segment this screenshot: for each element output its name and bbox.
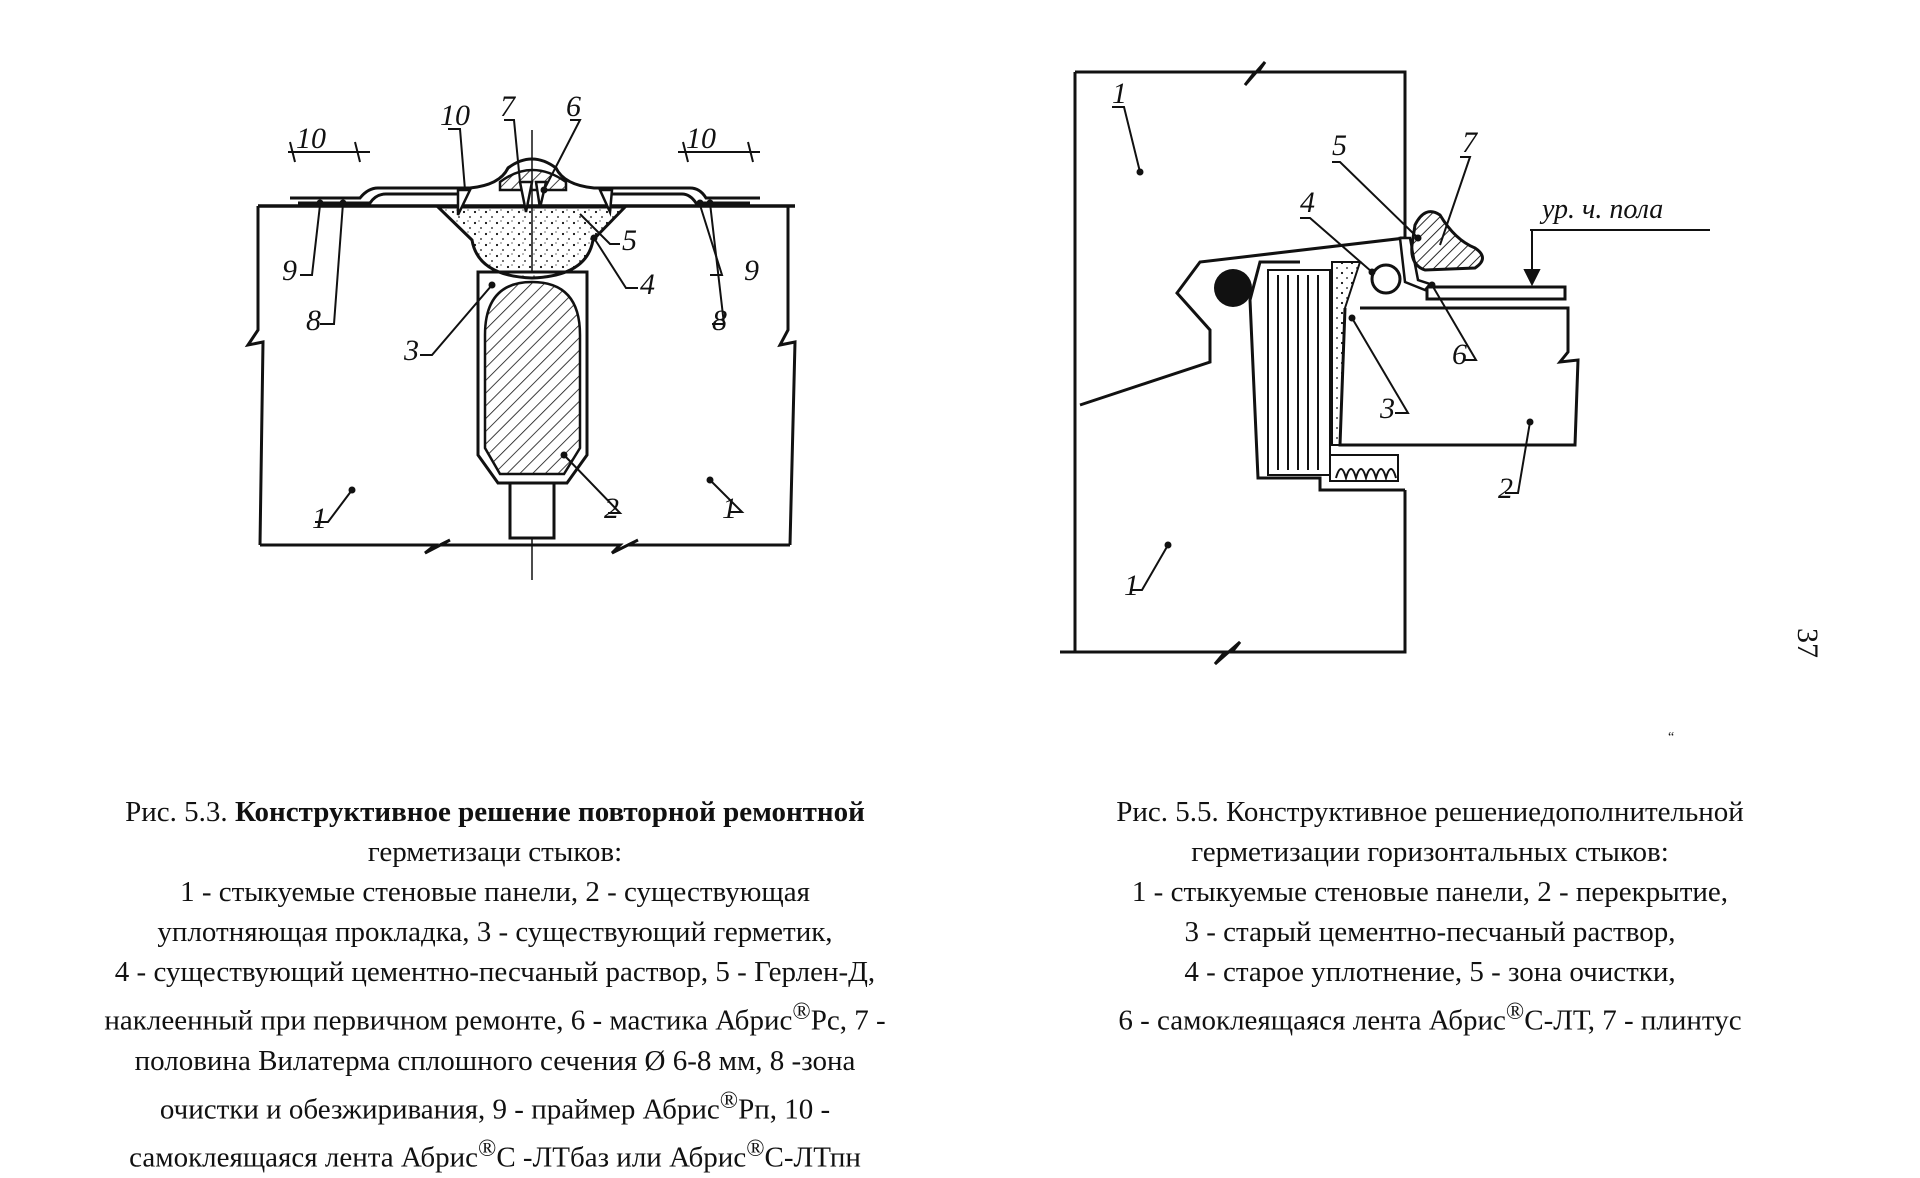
caption-text: С-ЛТ, 7 - плинтус [1524,1004,1742,1037]
caption-text: С-ЛТпн [764,1141,861,1174]
caption-text: наклеенный при первичном ремонте, 6 - ма… [104,1004,793,1037]
sealant-wedges [456,180,614,217]
registered-mark: ® [746,1135,765,1163]
leader-dots [316,186,714,494]
insulation-block [1267,269,1331,476]
caption-text: Рс, 7 - [810,1004,886,1037]
caption-line: 1 - стыкуемые стеновые панели, 2 - перек… [1131,876,1729,908]
label-5: 5 [1332,129,1347,162]
label-3: 3 [403,334,419,367]
surface-layers [290,157,760,205]
label-8-right: 8 [712,304,727,337]
label-1-left: 1 [312,502,327,535]
label-9-right: 9 [744,254,759,287]
caption-line: Рис. 5.5. Конструктивное решениедополнит… [1116,796,1744,828]
wall-panels-5-5 [1060,61,1407,666]
dim-left-label: 10 [296,122,326,155]
registered-mark: ® [719,1086,739,1114]
caption-text: самоклеящаяся лента Абрис [129,1141,478,1174]
figure-5-5: 1 5 4 7 ур. ч. пола 3 6 2 1 [1000,0,1920,720]
floor-level-marker [1523,229,1710,287]
floor-level-label: ур. ч. пола [1539,194,1663,225]
leader-dots-5-5 [1136,168,1534,549]
old-seal [1370,263,1402,295]
caption-line: уплотняющая прокладка, 3 - существующий … [157,916,833,948]
scan-speck: “ [1668,730,1675,745]
tape-and-plinth [1398,210,1484,292]
registered-mark: ® [477,1135,497,1163]
label-5: 5 [622,224,637,257]
leader-lines-5-5 [1112,106,1531,591]
figure-5-3: 10 10 10 7 6 5 4 9 8 3 9 8 2 1 1 [0,0,1000,720]
caption-line: 4 - существующий цементно-песчаный раств… [114,956,876,988]
figure-5-5-drawing: 1 5 4 7 ур. ч. пола 3 6 2 1 [1060,61,1710,666]
label-7: 7 [1462,126,1479,159]
caption-line: 4 - старое уплотнение, 5 - зона очистки, [1184,956,1676,988]
old-mortar [1331,261,1362,446]
figure-5-3-drawing: 10 10 10 7 6 5 4 9 8 3 9 8 2 1 1 [244,90,797,580]
label-1-bottom: 1 [1124,569,1139,602]
label-10: 10 [440,99,470,132]
label-7: 7 [500,90,517,123]
caption-fig-5-3: Рис. 5.3. Конструктивное решение повторн… [40,792,950,1178]
caption-text: 6 - самоклеящаяся лента Абрис [1118,1004,1506,1037]
caption-line: 3 - старый цементно-песчаный раствор, [1184,916,1676,948]
dimension-marks [288,141,760,163]
caption-line: герметизации горизонтальных стыков: [1191,836,1669,868]
caption-fig-5-5: Рис. 5.5. Конструктивное решениедополнит… [1030,792,1830,1041]
label-1-right: 1 [722,492,737,525]
caption-line: 1 - стыкуемые стеновые панели, 2 - сущес… [180,876,810,908]
floor-slab [1338,285,1580,447]
label-3: 3 [1379,392,1395,425]
caption-title: Конструктивное решение повторной ремонтн… [234,796,865,828]
label-9-left: 9 [282,254,297,287]
caption-prefix: Рис. 5.3. [125,796,235,828]
label-6: 6 [566,90,581,123]
springs [1329,454,1399,482]
caption-line: половина Вилатерма сплошного сечения Ø 6… [134,1044,856,1077]
leader-lines [300,119,745,523]
existing-gasket [476,270,589,540]
label-4: 4 [640,268,655,301]
registered-mark: ® [792,998,811,1025]
label-6: 6 [1452,338,1467,371]
cement-mortar [434,205,629,280]
label-4: 4 [1300,186,1315,219]
rope-seal [1214,269,1252,307]
caption-text: очистки и обезжиривания, 9 - праймер Абр… [159,1093,720,1126]
label-2: 2 [1498,472,1513,505]
caption-text: Рп, 10 - [738,1093,831,1126]
caption-text: С -ЛТбаз или Абрис [496,1141,747,1174]
label-1-top: 1 [1112,77,1127,110]
page-number: 37 [1791,628,1824,658]
registered-mark: ® [1505,998,1525,1025]
caption-line: герметизаци стыков: [367,836,623,868]
label-8-left: 8 [306,304,321,337]
dim-right-label: 10 [686,122,716,155]
label-2: 2 [604,492,619,525]
